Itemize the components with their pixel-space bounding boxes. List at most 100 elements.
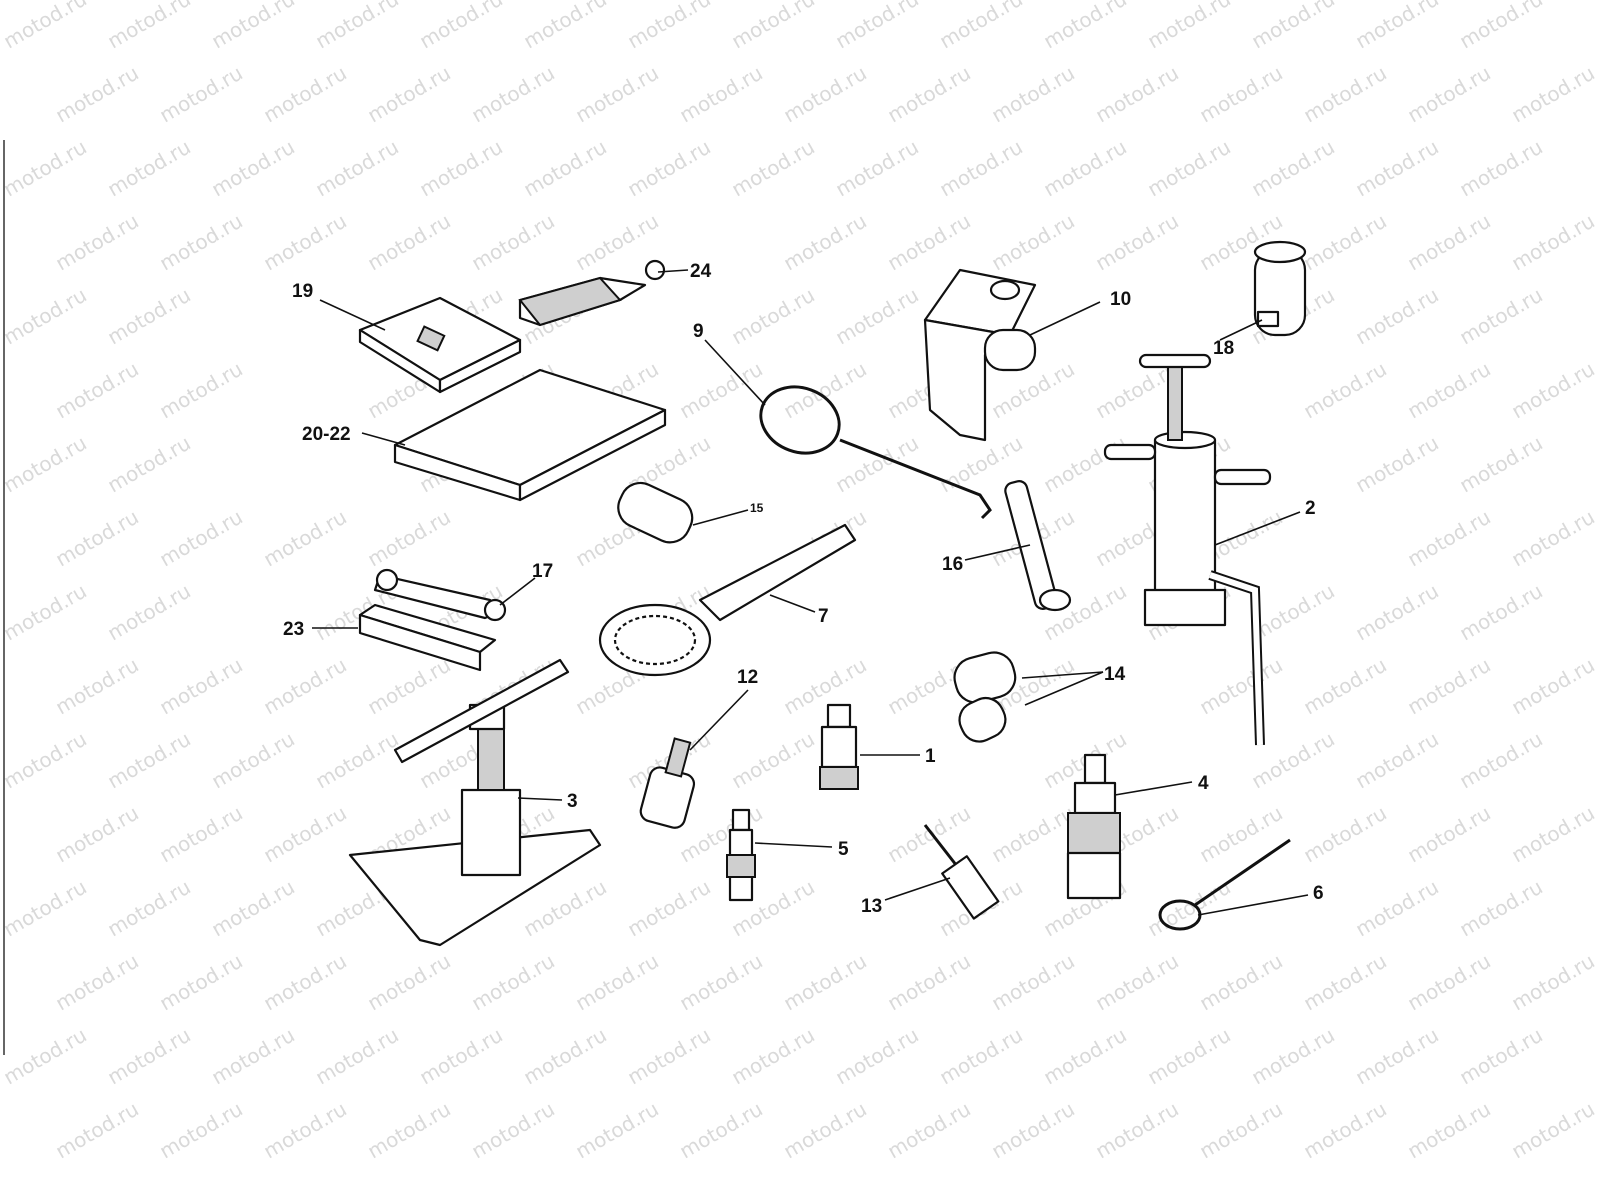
watermark-text: motod.ru — [1143, 135, 1234, 202]
watermark-text: motod.ru — [1403, 801, 1494, 868]
watermark-text: motod.ru — [571, 949, 662, 1016]
watermark-text: motod.ru — [1195, 801, 1286, 868]
watermark-text: motod.ru — [623, 0, 714, 53]
watermark-text: motod.ru — [675, 1097, 766, 1164]
watermark-text: motod.ru — [883, 209, 974, 276]
watermark-text: motod.ru — [311, 0, 402, 53]
watermark-text: motod.ru — [571, 1097, 662, 1164]
leader-lines — [312, 269, 1309, 916]
watermark-text: motod.ru — [1507, 357, 1598, 424]
callout-12: 12 — [737, 667, 758, 688]
watermark-text: motod.ru — [1403, 653, 1494, 720]
watermark-text: motod.ru — [0, 431, 91, 498]
watermark-text: motod.ru — [155, 801, 246, 868]
tool-18-sleeve — [1253, 240, 1307, 337]
callout-19: 19 — [292, 281, 313, 302]
watermark-text: motod.ru — [207, 727, 298, 794]
watermark-text: motod.ru — [1195, 653, 1286, 720]
watermark-text: motod.ru — [779, 357, 870, 424]
watermark-text: motod.ru — [51, 949, 142, 1016]
watermark-text: motod.ru — [207, 0, 298, 53]
callout-4: 4 — [1198, 773, 1209, 794]
watermark-text: motod.ru — [1455, 135, 1546, 202]
watermark-text: motod.ru — [51, 209, 142, 276]
watermark-text: motod.ru — [1455, 431, 1546, 498]
tool-13-puller — [923, 824, 1000, 920]
callout-9: 9 — [693, 321, 704, 342]
watermark-text: motod.ru — [311, 727, 402, 794]
tool-16-tube-spanner — [1004, 480, 1072, 612]
watermark-text: motod.ru — [727, 727, 818, 794]
watermark-text: motod.ru — [1455, 875, 1546, 942]
watermark-text: motod.ru — [103, 727, 194, 794]
watermark-text: motod.ru — [207, 875, 298, 942]
watermark-text: motod.ru — [779, 949, 870, 1016]
watermark-text: motod.ru — [103, 1023, 194, 1090]
watermark-text: motod.ru — [155, 505, 246, 572]
callout-5: 5 — [838, 839, 849, 860]
watermark-text: motod.ru — [1455, 283, 1546, 350]
watermark-text: motod.ru — [987, 61, 1078, 128]
watermark-text: motod.ru — [1403, 505, 1494, 572]
watermark-text: motod.ru — [1299, 949, 1390, 1016]
watermark-text: motod.ru — [727, 283, 818, 350]
watermark-text: motod.ru — [675, 357, 766, 424]
callout-13: 13 — [861, 896, 882, 917]
watermark-text: motod.ru — [363, 209, 454, 276]
watermark-text: motod.ru — [363, 61, 454, 128]
callout-24: 24 — [690, 261, 712, 282]
watermark-text: motod.ru — [1351, 1023, 1442, 1090]
watermark-text: motod.ru — [0, 875, 91, 942]
watermark-text: motod.ru — [0, 727, 91, 794]
watermark-text: motod.ru — [623, 1023, 714, 1090]
watermark-text: motod.ru — [1299, 1097, 1390, 1164]
tool-9-loop-tool — [759, 385, 992, 520]
tool-1-puller — [819, 703, 859, 790]
watermark-text: motod.ru — [155, 61, 246, 128]
watermark-text: motod.ru — [155, 357, 246, 424]
watermark-text: motod.ru — [935, 0, 1026, 53]
watermark-text: motod.ru — [779, 209, 870, 276]
tool-2-puller — [1103, 353, 1272, 746]
watermark-text: motod.ru — [1507, 505, 1598, 572]
watermark-text: motod.ru — [1403, 209, 1494, 276]
watermark-text: motod.ru — [519, 1023, 610, 1090]
watermark-text: motod.ru — [103, 875, 194, 942]
watermark-text: motod.ru — [467, 949, 558, 1016]
watermark-text: motod.ru — [103, 579, 194, 646]
watermark-text: motod.ru — [0, 135, 91, 202]
callout-14: 14 — [1104, 664, 1126, 685]
watermark-text: motod.ru — [0, 283, 91, 350]
watermark-text: motod.ru — [1195, 1097, 1286, 1164]
watermark-text: motod.ru — [1507, 61, 1598, 128]
callout-labels: 24 19 10 9 18 20-22 2 15 16 17 7 23 14 1… — [283, 261, 1324, 917]
watermark-text: motod.ru — [727, 1023, 818, 1090]
watermark-text: motod.ru — [51, 653, 142, 720]
watermark-text: motod.ru — [1299, 209, 1390, 276]
watermark-text: motod.ru — [103, 135, 194, 202]
watermark-text: motod.ru — [623, 875, 714, 942]
watermark-text: motod.ru — [207, 135, 298, 202]
watermark-text: motod.ru — [1455, 0, 1546, 53]
callout-23: 23 — [283, 619, 304, 640]
watermark-text: motod.ru — [1247, 135, 1338, 202]
watermark-text: motod.ru — [103, 283, 194, 350]
watermark-text: motod.ru — [155, 949, 246, 1016]
callout-16: 16 — [942, 554, 963, 575]
watermark-text: motod.ru — [779, 61, 870, 128]
watermark-text: motod.ru — [259, 801, 350, 868]
tool-4-puller — [1066, 753, 1122, 900]
watermark-text: motod.ru — [103, 0, 194, 53]
tool-19-booklet — [358, 296, 522, 394]
watermark-text: motod.ru — [1403, 949, 1494, 1016]
watermark-text: motod.ru — [155, 209, 246, 276]
watermark-text: motod.ru — [51, 505, 142, 572]
watermark-text: motod.ru — [259, 505, 350, 572]
watermark-text: motod.ru — [623, 135, 714, 202]
watermark-text: motod.ru — [1403, 1097, 1494, 1164]
watermark-text: motod.ru — [727, 0, 818, 53]
tool-12-adapter — [639, 737, 696, 829]
watermark-text: motod.ru — [779, 1097, 870, 1164]
callout-2: 2 — [1305, 498, 1316, 519]
